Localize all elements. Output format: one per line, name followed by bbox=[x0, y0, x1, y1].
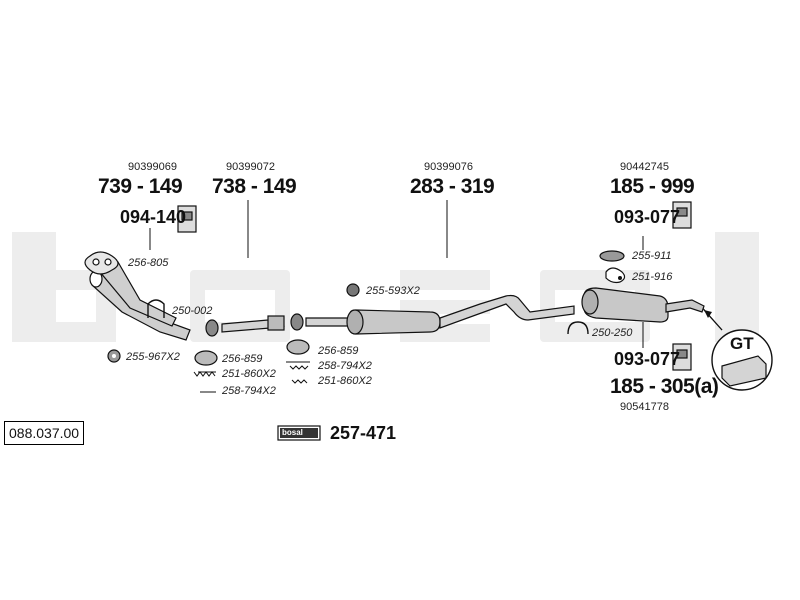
label-255-967: 255-967X2 bbox=[126, 351, 180, 363]
leader-lines bbox=[149, 200, 723, 348]
mount-front-label: 094-140 bbox=[120, 207, 187, 227]
nut-255-593 bbox=[346, 283, 360, 297]
label-256-805: 256-805 bbox=[128, 257, 169, 269]
springs-251-860-b bbox=[289, 365, 309, 370]
ring-gasket-1 bbox=[205, 319, 219, 337]
kit-badge-shape bbox=[277, 425, 321, 441]
front-downpipe bbox=[89, 261, 191, 341]
oem-number-2: 90399072 bbox=[226, 161, 275, 173]
mount-rear-top-label: 093-077 bbox=[614, 207, 681, 227]
mount-rear-bottom-label: 093-077 bbox=[614, 349, 681, 369]
label-258-794-b: 258-794X2 bbox=[318, 360, 372, 372]
label-250-002: 250-002 bbox=[172, 305, 213, 317]
rear-silencer bbox=[581, 287, 705, 323]
kit-number: 257-471 bbox=[330, 423, 397, 443]
bolts-258-794-b bbox=[291, 379, 308, 384]
intermediate-pipe bbox=[221, 315, 285, 333]
gt-detail bbox=[703, 309, 773, 391]
label-251-860-a: 251-860X2 bbox=[222, 368, 276, 380]
centre-silencer bbox=[305, 294, 575, 335]
part-number-3: 283 - 319 bbox=[410, 175, 495, 198]
clamp-250-250 bbox=[567, 321, 589, 335]
clamp-255-911 bbox=[599, 250, 625, 262]
label-251-860-b: 251-860X2 bbox=[318, 375, 372, 387]
seal-256-859-b bbox=[286, 339, 310, 355]
label-250-250: 250-250 bbox=[592, 327, 633, 339]
oem-number-rear: 90541778 bbox=[620, 401, 669, 413]
part-number-rear: 185 - 305(a) bbox=[610, 375, 719, 398]
springs-251-860-a bbox=[193, 371, 216, 377]
label-256-859-a: 256-859 bbox=[222, 353, 263, 365]
part-number-1: 739 - 149 bbox=[98, 175, 183, 198]
oem-number-4: 90442745 bbox=[620, 161, 669, 173]
oem-number-3: 90399076 bbox=[424, 161, 473, 173]
seal-256-859-a bbox=[194, 350, 218, 366]
mount-shapes bbox=[177, 201, 692, 371]
label-256-859-b: 256-859 bbox=[318, 345, 359, 357]
label-255-911: 255-911 bbox=[632, 250, 672, 262]
oem-number-1: 90399069 bbox=[128, 161, 177, 173]
part-number-2: 738 - 149 bbox=[212, 175, 297, 198]
label-255-593: 255-593X2 bbox=[366, 285, 420, 297]
diagram-reference: 088.037.00 bbox=[4, 421, 85, 445]
gasket-256-805 bbox=[84, 251, 119, 275]
gt-label: GT bbox=[730, 334, 754, 353]
kit-badge-text: bosal bbox=[282, 428, 303, 437]
label-258-794-a: 258-794X2 bbox=[222, 385, 276, 397]
part-number-4: 185 - 999 bbox=[610, 175, 695, 198]
u-bolt-250-002 bbox=[147, 299, 165, 318]
ring-gasket-2 bbox=[290, 313, 304, 331]
label-251-916: 251-916 bbox=[632, 271, 673, 283]
